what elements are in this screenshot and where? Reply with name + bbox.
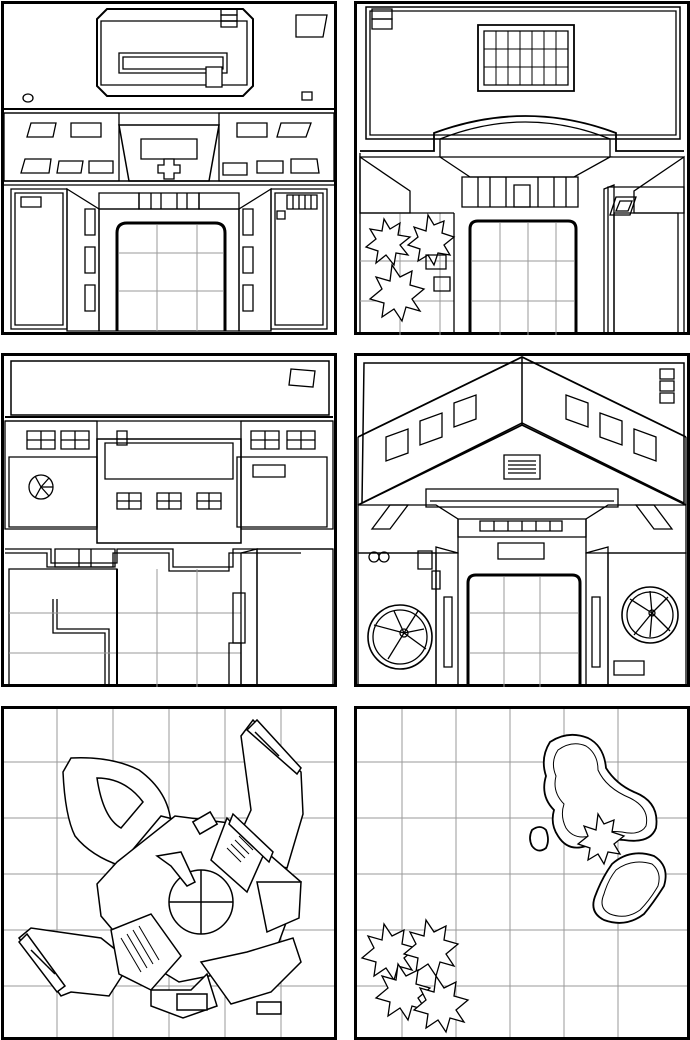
tile-hangar-roof-bay[interactable] bbox=[354, 353, 690, 687]
rooftop-penthouse bbox=[97, 9, 253, 96]
fan-icon bbox=[29, 475, 53, 499]
vent-icon bbox=[287, 195, 317, 209]
tile-apartment-roof-courtyard[interactable] bbox=[1, 353, 337, 687]
tree-icon bbox=[362, 814, 624, 1032]
roof-hatch bbox=[289, 369, 315, 387]
cross-icon bbox=[158, 159, 180, 179]
rock-icon bbox=[530, 735, 666, 923]
solar-panel-icon bbox=[478, 25, 574, 91]
tile-starship-on-grid[interactable] bbox=[1, 706, 337, 1040]
tile-solar-roof-plaza[interactable] bbox=[354, 1, 690, 335]
tree-icon bbox=[366, 215, 454, 321]
fan-icon bbox=[368, 605, 432, 669]
fan-icon bbox=[622, 587, 678, 643]
vent-icon bbox=[504, 455, 540, 479]
starship[interactable] bbox=[19, 720, 303, 1018]
tile-hospital-roof[interactable] bbox=[1, 1, 337, 335]
roof-hatch bbox=[296, 15, 327, 37]
tile-rocks-and-shrubs-grid[interactable] bbox=[354, 706, 690, 1040]
